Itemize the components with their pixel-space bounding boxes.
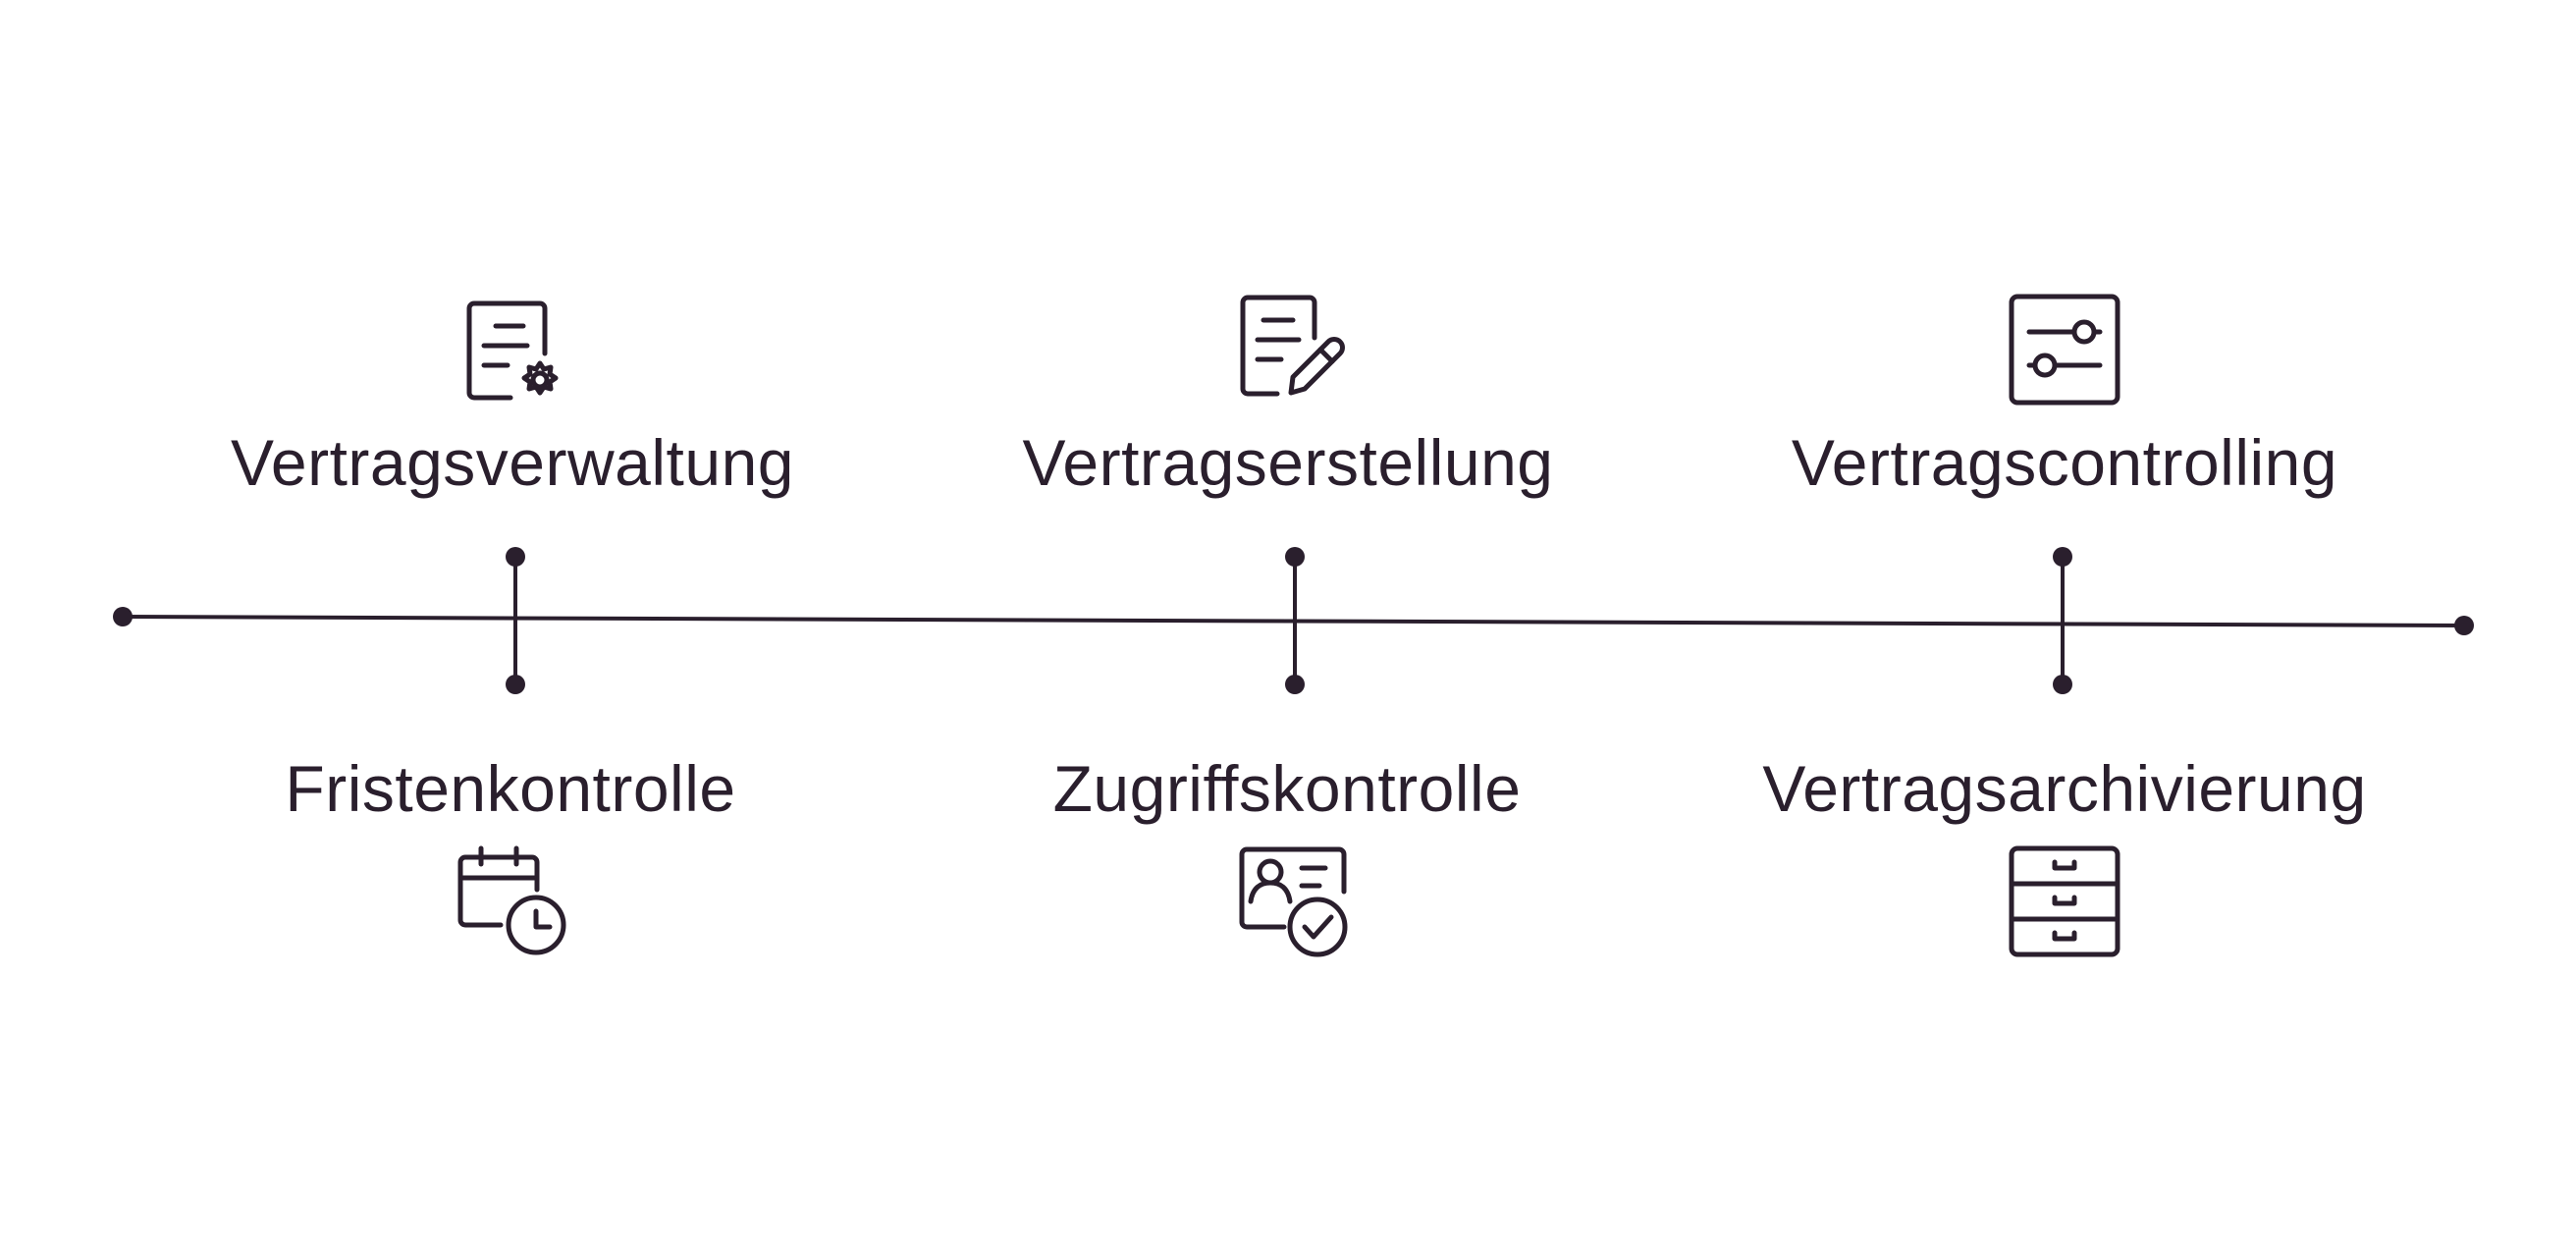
timeline-marker-1 [506, 547, 525, 694]
timeline-end-dot [2454, 616, 2474, 635]
calendar-clock-icon [454, 843, 571, 960]
feature-label-vertragserstellung: Vertragserstellung [1022, 426, 1554, 499]
timeline-marker-3 [2053, 547, 2072, 694]
sliders-icon [2006, 291, 2123, 408]
timeline-start-dot [113, 607, 133, 626]
timeline-marker-2 [1285, 547, 1305, 694]
feature-label-vertragsverwaltung: Vertragsverwaltung [231, 426, 794, 499]
file-cabinet-icon [2006, 843, 2123, 960]
document-pen-icon [1234, 291, 1352, 408]
feature-label-vertragscontrolling: Vertragscontrolling [1791, 426, 2338, 499]
feature-label-zugriffskontrolle: Zugriffskontrolle [1052, 752, 1522, 825]
feature-label-fristenkontrolle: Fristenkontrolle [285, 752, 736, 825]
feature-label-vertragsarchivierung: Vertragsarchivierung [1762, 752, 2367, 825]
document-gear-icon [456, 295, 574, 412]
id-card-check-icon [1235, 843, 1353, 960]
